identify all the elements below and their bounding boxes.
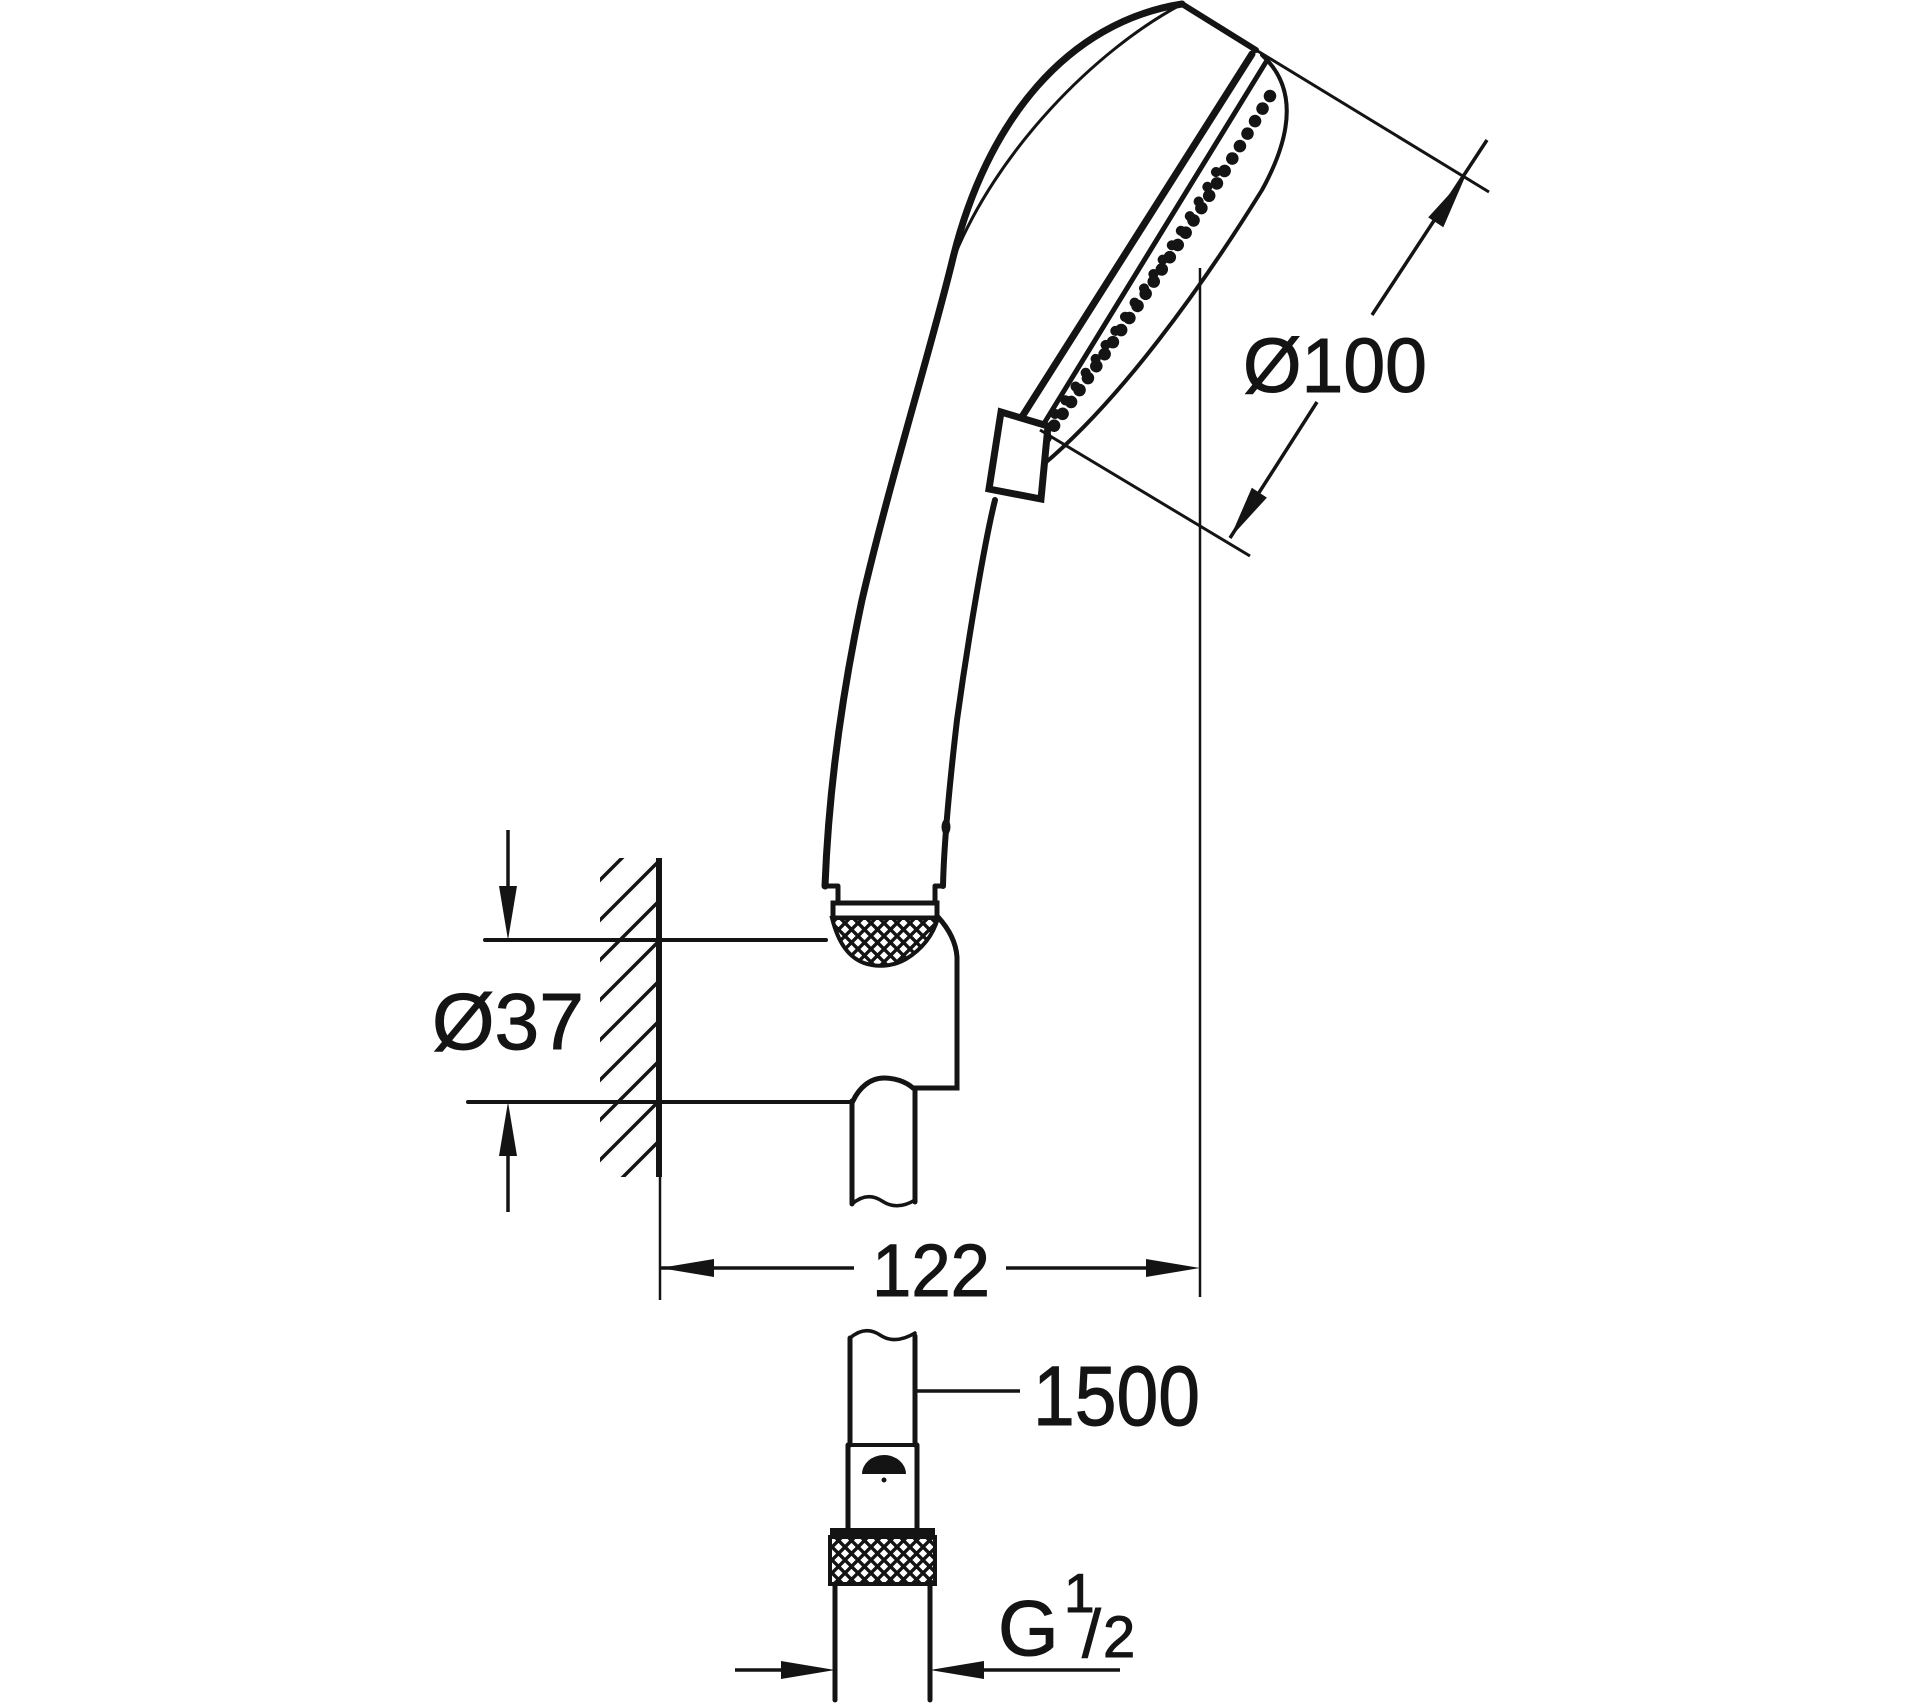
knurled-nut [828,1535,937,1586]
dimg12-label-g: G [998,1584,1059,1672]
holder-hose-outlet [850,1075,916,1104]
dim-head-diameter: Ø100 [1039,48,1490,558]
dim1500-label: 1500 [1033,1349,1200,1443]
dimg12-arrowhead-right [930,1661,984,1679]
face-plate-line-outer [1002,50,1256,446]
handle [822,497,998,968]
handle-button-dot [941,819,951,835]
dim100-extension-lower [1039,428,1251,558]
hose-upper-edges [849,1086,918,1207]
dimg12-label-denominator: 2 [1103,1605,1135,1670]
pivot-tab [985,407,1052,504]
handle-knurled-cone [829,916,941,968]
hose-upper [849,1086,918,1208]
dim122-arrowhead-right [1146,1259,1200,1277]
head-crown-edge [950,2,1184,264]
dim-hose-length: 1500 [917,1349,1201,1444]
dim100-label: Ø100 [1243,323,1427,409]
wall-hatching [600,858,659,1177]
head-apex-edge [1179,1,1259,53]
hose-lower-edges [847,1333,918,1448]
fitting-edges [845,1442,920,1531]
handle-collar-band [830,900,940,921]
face-plate-line-inner [1021,59,1269,459]
holder-right-edge [910,914,960,1091]
hose-upper-break-line [850,1194,917,1208]
handle-right-edge [940,497,998,889]
nozzle-dots-row [1036,89,1277,448]
dim122-arrowhead-left [660,1259,714,1277]
dimg12-label-slash: / [1082,1596,1101,1672]
dim-thread-size: G 1 / 2 [735,1562,1136,1679]
dimg12-arrowhead-left [781,1661,835,1679]
handle-end-edges [822,883,946,906]
shower-head [821,0,1289,890]
face-rim-ellipse [1042,53,1289,466]
dim37-arrowhead-upper [499,886,517,940]
wall [600,858,662,1300]
nut-flange [830,1528,935,1537]
connector-pipe-edges [832,1581,933,1703]
dim122-label: 122 [872,1229,990,1312]
head-outer-silhouette [821,0,1186,890]
dim37-label: Ø37 [432,977,584,1066]
brand-logo-mark [862,1455,906,1474]
dim-wall-distance: 122 [660,268,1202,1313]
dimg12-label-numerator: 1 [1064,1562,1095,1624]
dim100-extension-upper [1255,48,1490,194]
hose-lower [828,1328,937,1703]
dim100-arrowhead-lower [1230,487,1267,538]
wall-holder [466,914,960,1104]
hose-fitting [845,1442,920,1531]
nozzle-dots-row-2 [1047,167,1221,423]
brand-logo-dot [881,1477,887,1483]
dim37-arrowhead-lower [499,1102,517,1156]
dim100-line-upper [1370,139,1489,316]
dim100-arrowhead-upper [1428,177,1465,228]
hose-lower-break-line [848,1328,917,1342]
dim-holder-diameter: Ø37 [432,830,585,1212]
